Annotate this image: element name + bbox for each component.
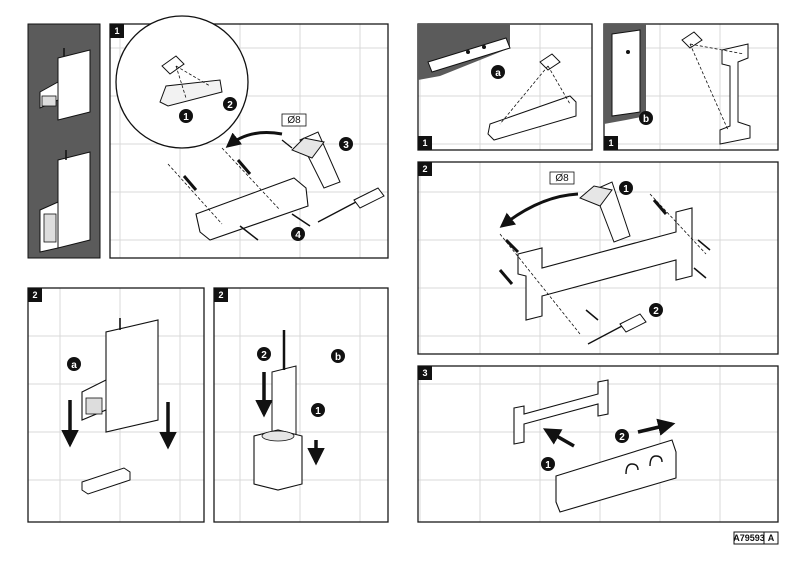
- step-number: 1: [422, 138, 427, 148]
- panel-step-2-install: 2 Ø8 1 2: [418, 162, 778, 354]
- panel-step-1-variant-a: 1 a: [418, 24, 592, 150]
- revision-letter: A: [768, 533, 775, 543]
- panel-step-1-variant-b: 1 b: [604, 24, 778, 150]
- callout-2: 2: [227, 100, 233, 111]
- step-number: 3: [422, 368, 427, 378]
- variant-label: b: [335, 352, 341, 363]
- callout-1: 1: [183, 112, 189, 123]
- side-strip-variants: [28, 24, 100, 258]
- detail-magnifier: 1 2: [116, 16, 248, 148]
- step-number: 2: [422, 164, 427, 174]
- step-number: 2: [32, 290, 37, 300]
- callout-4: 4: [295, 230, 301, 241]
- drill-size-label: Ø8: [555, 173, 569, 184]
- callout-2: 2: [653, 306, 659, 317]
- document-code: A79593 A: [733, 532, 778, 544]
- step-number: 1: [608, 138, 613, 148]
- callout-2: 2: [261, 350, 267, 361]
- callout-2: 2: [619, 432, 625, 443]
- callout-3: 3: [343, 140, 349, 151]
- variant-label: a: [71, 360, 77, 371]
- variant-label: a: [495, 68, 501, 79]
- callout-1: 1: [545, 460, 551, 471]
- variant-label: b: [643, 114, 649, 125]
- drill-size-label: Ø8: [287, 115, 301, 126]
- callout-1: 1: [315, 406, 321, 417]
- panel-step-3-mount: 3 1 2: [418, 366, 778, 522]
- step-number: 1: [114, 26, 119, 36]
- step-number: 2: [218, 290, 223, 300]
- panel-step-1-install: 1 1 2 Ø8 3: [110, 16, 388, 258]
- panel-step-2-variant-b: 2 b 1 2: [214, 288, 388, 522]
- panel-step-2-variant-a: 2 a: [28, 288, 204, 522]
- callout-1: 1: [623, 184, 629, 195]
- article-number: A79593: [733, 533, 765, 543]
